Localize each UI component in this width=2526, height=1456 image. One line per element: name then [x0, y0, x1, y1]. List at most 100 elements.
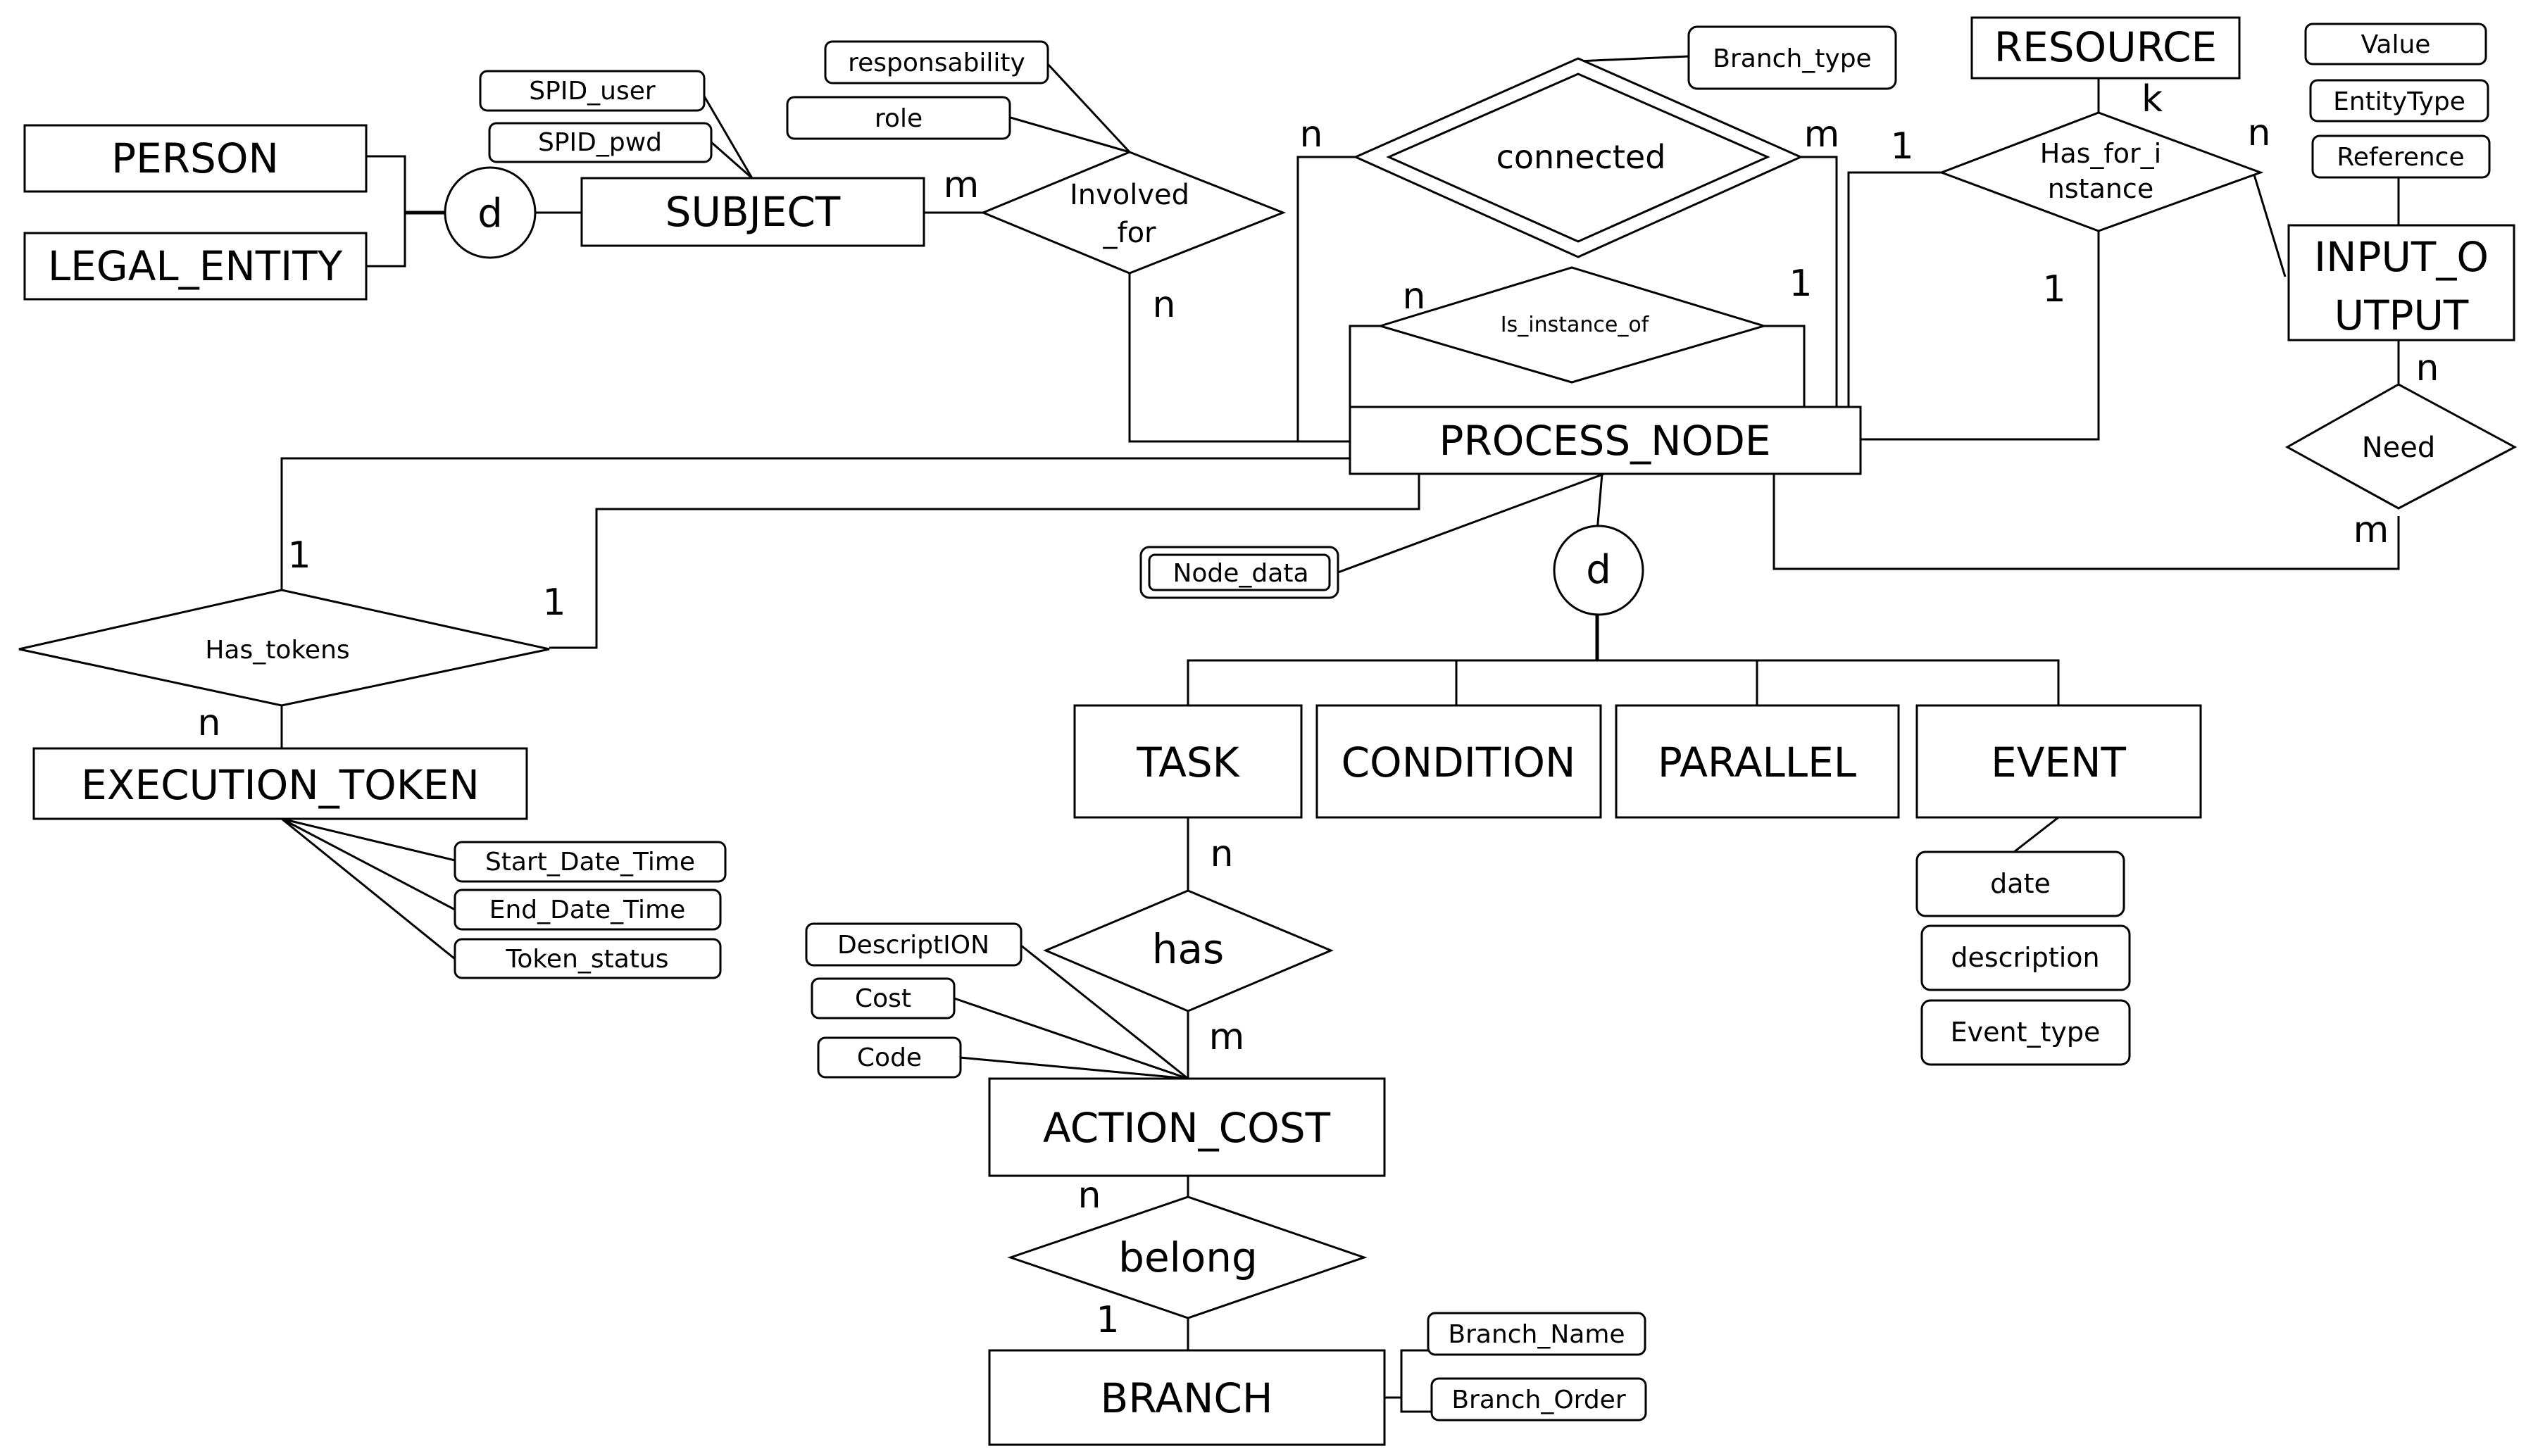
relationship-has-tokens[interactable]: Has_tokens	[18, 589, 550, 707]
relationship-need[interactable]: Need	[2284, 383, 2518, 510]
svg-text:d: d	[477, 191, 503, 237]
svg-text:Involved: Involved	[1070, 179, 1189, 211]
svg-text:Has_for_i: Has_for_i	[2040, 138, 2161, 169]
entity-branch[interactable]: BRANCH	[988, 1349, 1386, 1446]
cardinality-tokens-process-left: 1	[287, 534, 311, 577]
svg-text:Branch_type: Branch_type	[1713, 44, 1871, 73]
cardinality-connected-right: m	[1804, 113, 1840, 156]
svg-text:CONDITION: CONDITION	[1342, 739, 1576, 786]
svg-text:nstance: nstance	[2048, 173, 2153, 204]
attribute-branch-type[interactable]: Branch_type	[1687, 25, 1897, 90]
attribute-start-date-time[interactable]: Start_Date_Time	[454, 841, 727, 883]
entity-legal-entity[interactable]: LEGAL_ENTITY	[23, 232, 368, 301]
svg-text:Cost: Cost	[855, 984, 911, 1013]
svg-text:description: description	[1951, 942, 2099, 973]
svg-text:d: d	[1586, 547, 1611, 593]
relationship-involved-for[interactable]: Involved _for	[980, 151, 1287, 275]
attribute-entity-type[interactable]: EntityType	[2309, 79, 2489, 123]
attribute-event-type[interactable]: Event_type	[1920, 999, 2131, 1066]
svg-text:responsability: responsability	[848, 49, 1025, 77]
entity-execution-token[interactable]: EXECUTION_TOKEN	[32, 747, 528, 820]
svg-text:Is_instance_of: Is_instance_of	[1501, 313, 1650, 337]
svg-text:PARALLEL: PARALLEL	[1658, 739, 1856, 786]
attribute-role[interactable]: role	[786, 96, 1011, 140]
svg-text:has: has	[1152, 925, 1225, 973]
svg-text:EXECUTION_TOKEN: EXECUTION_TOKEN	[81, 761, 480, 809]
svg-text:Node_data: Node_data	[1173, 559, 1308, 588]
svg-text:TASK: TASK	[1136, 739, 1240, 786]
svg-text:End_Date_Time: End_Date_Time	[489, 896, 686, 924]
relationship-belong[interactable]: belong	[1007, 1195, 1368, 1319]
cardinality-instance-right: 1	[1789, 263, 1812, 305]
svg-text:LEGAL_ENTITY: LEGAL_ENTITY	[48, 242, 343, 290]
svg-text:Reference: Reference	[2337, 143, 2464, 172]
cardinality-labels: m n n m n 1 k 1 1 n n m 1 1 n n m n 1	[198, 78, 2439, 1341]
svg-text:PERSON: PERSON	[111, 134, 279, 182]
attribute-responsability[interactable]: responsability	[824, 40, 1049, 84]
svg-text:connected: connected	[1496, 138, 1666, 176]
entity-input-output[interactable]: INPUT_O UTPUT	[2287, 224, 2515, 341]
cardinality-hfi-io: n	[2248, 112, 2271, 154]
cardinality-belong-branch: 1	[1096, 1299, 1119, 1341]
svg-text:Need: Need	[2362, 432, 2436, 464]
entity-person[interactable]: PERSON	[23, 124, 368, 193]
entity-process-node[interactable]: PROCESS_NODE	[1349, 406, 1862, 475]
cardinality-task-has: n	[1211, 833, 1234, 875]
attribute-cost[interactable]: Cost	[811, 977, 956, 1019]
cardinality-need-process: m	[2353, 509, 2389, 551]
attribute-description-event[interactable]: description	[1920, 924, 2131, 991]
entity-condition[interactable]: CONDITION	[1315, 704, 1602, 819]
cardinality-resource-side: k	[2142, 78, 2163, 120]
relationship-has-for-instance[interactable]: Has_for_i nstance	[1938, 111, 2264, 232]
svg-text:PROCESS_NODE: PROCESS_NODE	[1439, 417, 1770, 465]
svg-text:SPID_user: SPID_user	[529, 77, 656, 106]
entity-event[interactable]: EVENT	[1915, 704, 2202, 819]
cardinality-connected-left: n	[1300, 113, 1323, 156]
entity-action-cost[interactable]: ACTION_COST	[988, 1077, 1386, 1177]
cardinality-instance-left: n	[1403, 275, 1426, 318]
relationship-is-instance-of[interactable]: Is_instance_of	[1376, 266, 1768, 384]
svg-text:SUBJECT: SUBJECT	[665, 188, 841, 236]
attribute-end-date-time[interactable]: End_Date_Time	[454, 889, 722, 931]
svg-text:Branch_Order: Branch_Order	[1451, 1386, 1625, 1414]
svg-text:EntityType: EntityType	[2333, 87, 2465, 116]
svg-text:UTPUT: UTPUT	[2334, 291, 2469, 339]
cardinality-hfi-process-bottom: 1	[2042, 268, 2065, 310]
relationship-connected[interactable]: connected	[1353, 57, 1803, 258]
svg-text:Start_Date_Time: Start_Date_Time	[485, 848, 695, 877]
cardinality-io-need: n	[2416, 347, 2439, 389]
svg-text:EVENT: EVENT	[1991, 739, 2126, 786]
attribute-date[interactable]: date	[1915, 851, 2125, 917]
attribute-node-data[interactable]: Node_data	[1139, 546, 1339, 599]
entity-subject[interactable]: SUBJECT	[580, 177, 925, 247]
attribute-value[interactable]: Value	[2304, 23, 2487, 65]
attribute-branch-order[interactable]: Branch_Order	[1430, 1377, 1647, 1422]
svg-text:Value: Value	[2361, 30, 2431, 59]
attribute-reference[interactable]: Reference	[2311, 134, 2491, 179]
entity-resource[interactable]: RESOURCE	[1970, 16, 2241, 80]
attribute-description-cost[interactable]: DescriptION	[805, 922, 1023, 967]
attribute-token-status[interactable]: Token_status	[454, 938, 722, 979]
attribute-spid-user[interactable]: SPID_user	[479, 70, 706, 112]
svg-text:_for: _for	[1103, 217, 1157, 249]
svg-text:Has_tokens: Has_tokens	[205, 636, 349, 665]
svg-text:ACTION_COST: ACTION_COST	[1043, 1104, 1331, 1152]
cardinality-action-cost-belong: n	[1078, 1174, 1101, 1217]
connector-lines	[280, 55, 2400, 1413]
specialization-subject: d	[444, 166, 537, 259]
specialization-process-node: d	[1553, 525, 1644, 616]
svg-text:Event_type: Event_type	[1951, 1017, 2101, 1048]
svg-text:Code: Code	[857, 1043, 922, 1072]
relationship-has[interactable]: has	[1043, 889, 1334, 1012]
entity-task[interactable]: TASK	[1073, 704, 1303, 819]
cardinality-involved-process: n	[1153, 284, 1176, 326]
attribute-spid-pwd[interactable]: SPID_pwd	[488, 122, 713, 163]
svg-text:SPID_pwd: SPID_pwd	[538, 128, 662, 157]
attribute-code[interactable]: Code	[817, 1036, 962, 1079]
svg-text:BRANCH: BRANCH	[1101, 1374, 1273, 1422]
svg-text:date: date	[1990, 868, 2051, 899]
entity-parallel[interactable]: PARALLEL	[1615, 704, 1900, 819]
svg-text:DescriptION: DescriptION	[837, 931, 989, 960]
attribute-branch-name[interactable]: Branch_Name	[1427, 1312, 1646, 1356]
